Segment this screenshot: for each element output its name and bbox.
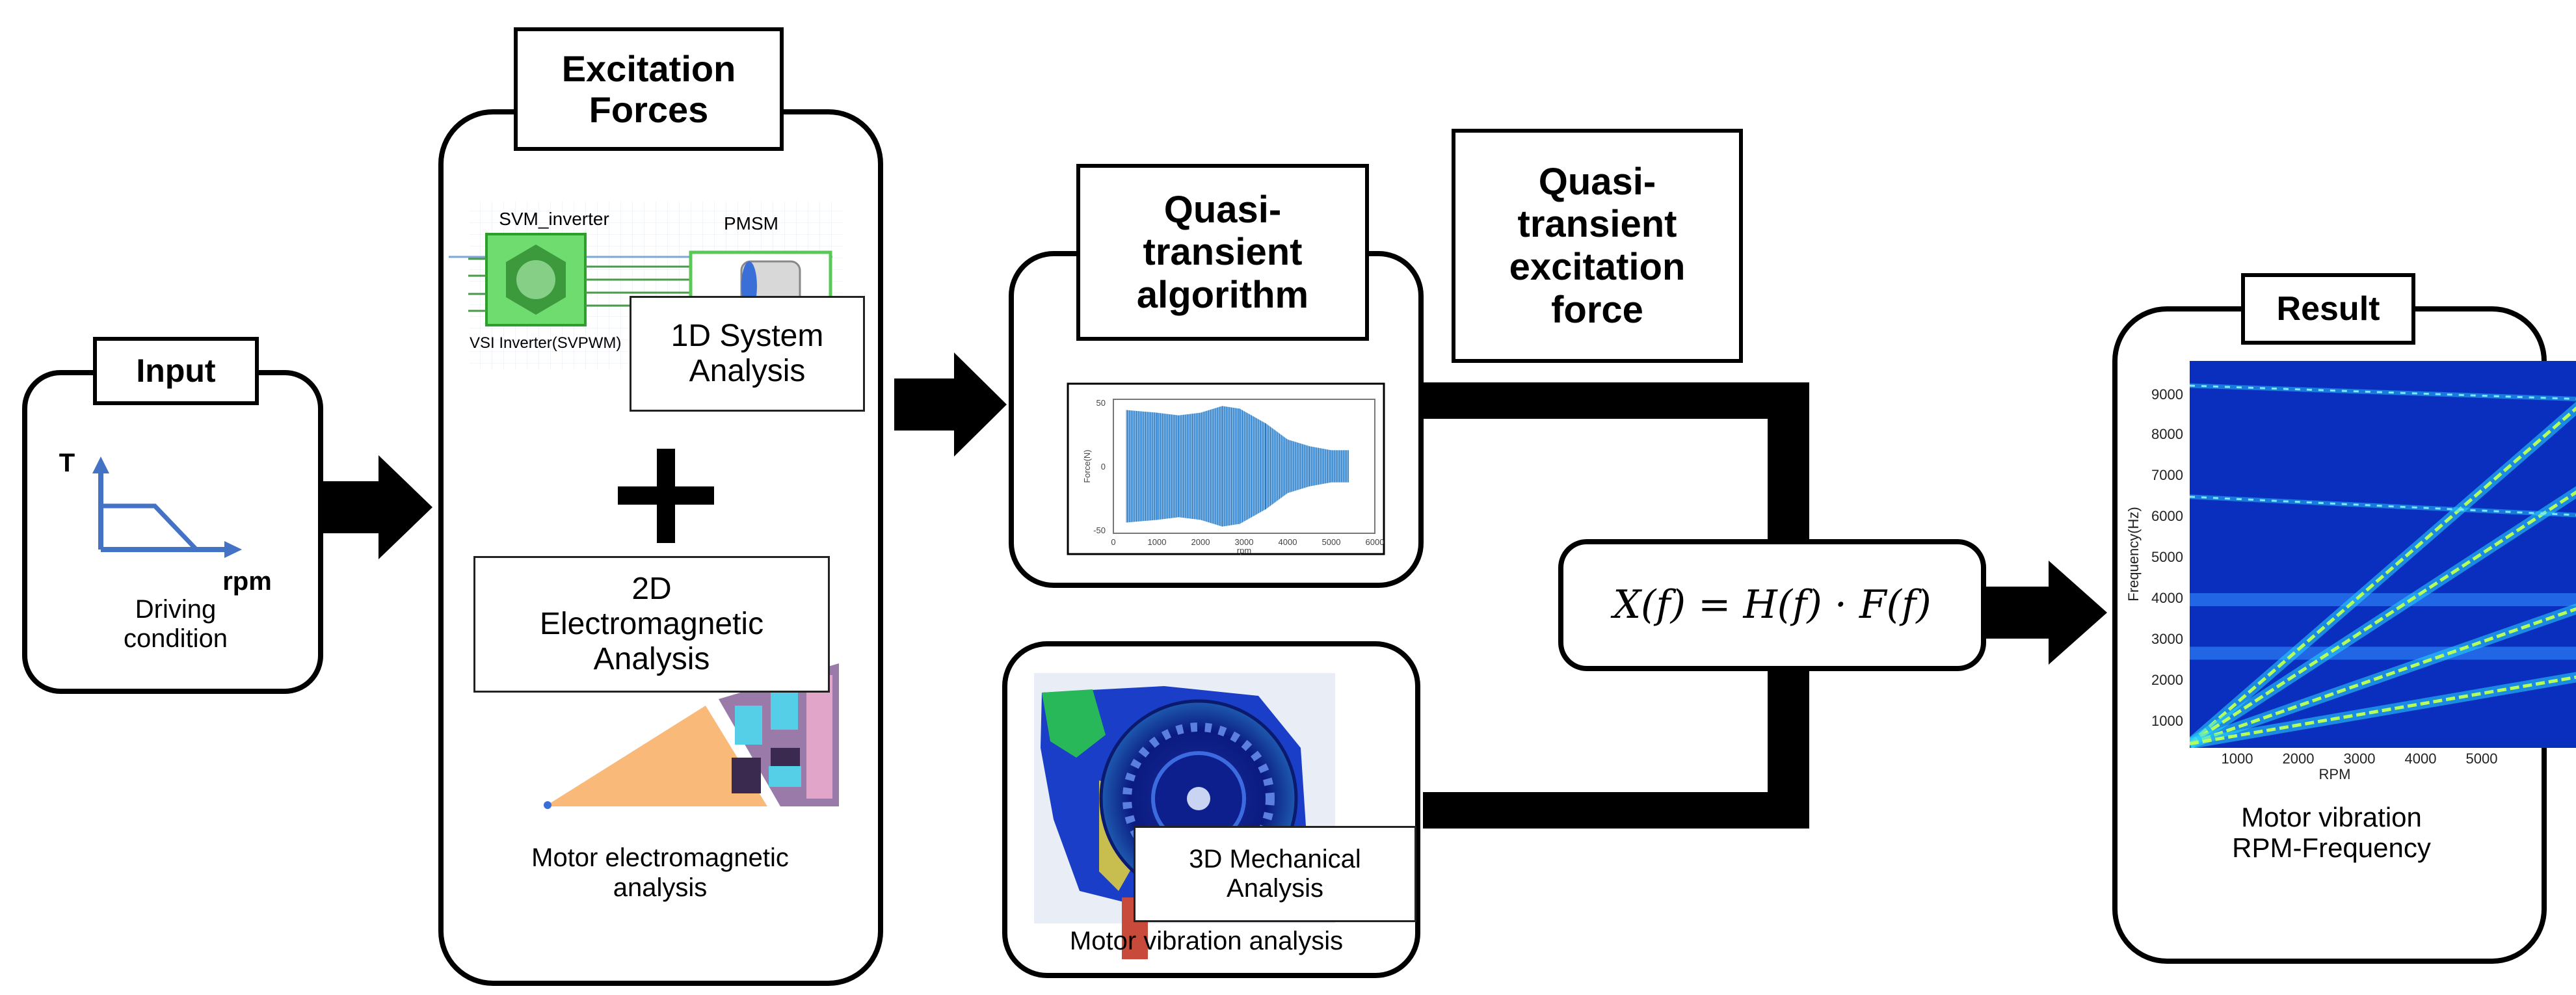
frequency-axis-label: Frequency(Hz) [2125, 507, 2142, 601]
force-xtick: 4000 [1279, 537, 1297, 547]
driving-condition-caption: Driving condition [123, 594, 228, 653]
freq-tick: 9000 [2151, 386, 2183, 403]
spectrogram-order-line-glow [2190, 604, 2576, 748]
force-xtick: 5000 [1322, 537, 1341, 547]
freq-tick: 6000 [2151, 508, 2183, 524]
connector-mech-up [1768, 654, 1809, 828]
freq-tick: 8000 [2151, 426, 2183, 442]
svm-inverter-label: SVM_inverter [499, 209, 609, 230]
motor-cross-section [544, 663, 839, 809]
spectrogram-marks [2190, 383, 2576, 748]
formula-panel [1558, 539, 1986, 671]
excitation-caption: Motor electromagnetic analysis [531, 843, 789, 902]
spectrogram-order-line-glow [2190, 383, 2576, 401]
freq-tick: 2000 [2151, 672, 2183, 688]
vsi-inverter-label: VSI Inverter(SVPWM) [470, 334, 622, 352]
freq-tick: 5000 [2151, 549, 2183, 565]
force-plot: 0 1000 2000 3000 4000 5000 6000 rpm 50 0… [1067, 382, 1385, 555]
force-xtick: 3000 [1235, 537, 1254, 547]
excitation-title: Excitation Forces [514, 27, 784, 151]
spectrogram-band [2190, 593, 2576, 607]
force-xtick: 6000 [1366, 537, 1385, 547]
connector-quasi-down [1768, 382, 1809, 545]
flow-connectors [1423, 382, 1809, 829]
em-2d-label: 2D Electromagnetic Analysis [473, 556, 830, 693]
spectrogram-band [2190, 646, 2576, 660]
spectrogram-order-line [2190, 406, 2576, 745]
spectrogram-order-line-glow [2190, 494, 2576, 518]
pmsm-label: PMSM [724, 213, 778, 234]
arrow-formula-to-result-icon [1977, 561, 2107, 665]
spectrogram: 9000 8000 7000 6000 5000 4000 3000 2000 … [2125, 361, 2576, 782]
mechanical-3d-label: 3D Mechanical Analysis [1134, 826, 1416, 922]
rpm-tick: 1000 [2222, 750, 2253, 767]
force-ytick: 50 [1096, 398, 1106, 408]
arrow-excitation-to-quasi-icon [894, 352, 1007, 457]
spectrogram-order-line [2190, 675, 2576, 746]
result-title: Result [2241, 273, 2415, 345]
force-ylabel: Force(N) [1082, 449, 1092, 483]
input-axis-rpm-label: rpm [222, 567, 272, 596]
force-xtick: 1000 [1148, 537, 1167, 547]
driving-condition-graph [92, 457, 242, 558]
quasi-algorithm-title: Quasi- transient algorithm [1076, 164, 1369, 341]
force-xtick: 2000 [1191, 537, 1210, 547]
freq-tick: 7000 [2151, 467, 2183, 483]
force-waveform [1126, 406, 1349, 527]
force-xlabel: rpm [1237, 546, 1251, 555]
arrow-input-to-excitation-icon [323, 455, 432, 559]
rpm-tick: 2000 [2283, 750, 2315, 767]
rpm-tick: 3000 [2344, 750, 2376, 767]
flow-arrows [323, 352, 2107, 665]
force-ytick: 0 [1101, 462, 1106, 471]
force-plot-axes: 0 1000 2000 3000 4000 5000 6000 rpm 50 0… [1082, 398, 1384, 555]
freq-tick: 3000 [2151, 631, 2183, 647]
force-ytick: -50 [1093, 525, 1106, 535]
transfer-formula: X(f) = H(f) · F(f) [1613, 581, 1932, 628]
connector-quasi-top [1423, 382, 1809, 419]
mechanical-caption: Motor vibration analysis [1069, 927, 1344, 956]
rpm-tick: 5000 [2466, 750, 2498, 767]
rpm-tick: 4000 [2405, 750, 2437, 767]
connector-mech-bottom [1423, 792, 1809, 829]
spectrogram-axes: 9000 8000 7000 6000 5000 4000 3000 2000 … [2125, 386, 2497, 782]
force-xtick: 0 [1111, 537, 1115, 547]
spectrogram-order-line-glow [2190, 486, 2576, 748]
quasi-force-label: Quasi- transient excitation force [1452, 129, 1743, 363]
result-caption: Motor vibration RPM-Frequency [2232, 801, 2431, 863]
input-axis-t-label: T [59, 449, 75, 478]
plus-sign-icon [618, 449, 714, 543]
freq-tick: 4000 [2151, 590, 2183, 606]
rpm-axis-label: RPM [2319, 766, 2351, 782]
freq-tick: 1000 [2151, 713, 2183, 729]
system-1d-label: 1D System Analysis [630, 296, 865, 412]
input-title: Input [93, 337, 259, 405]
